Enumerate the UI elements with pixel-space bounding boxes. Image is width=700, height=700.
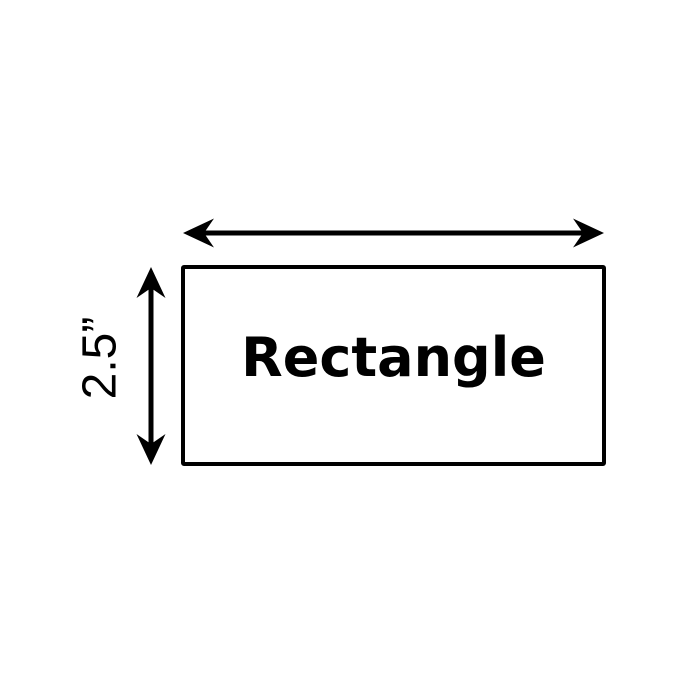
height-dimension-label: 2.5” (73, 316, 127, 400)
height-arrow (136, 267, 166, 465)
rectangle-shape-label: Rectangle (241, 326, 546, 389)
rectangle-shape: Rectangle (181, 265, 606, 466)
width-arrow (183, 218, 604, 248)
